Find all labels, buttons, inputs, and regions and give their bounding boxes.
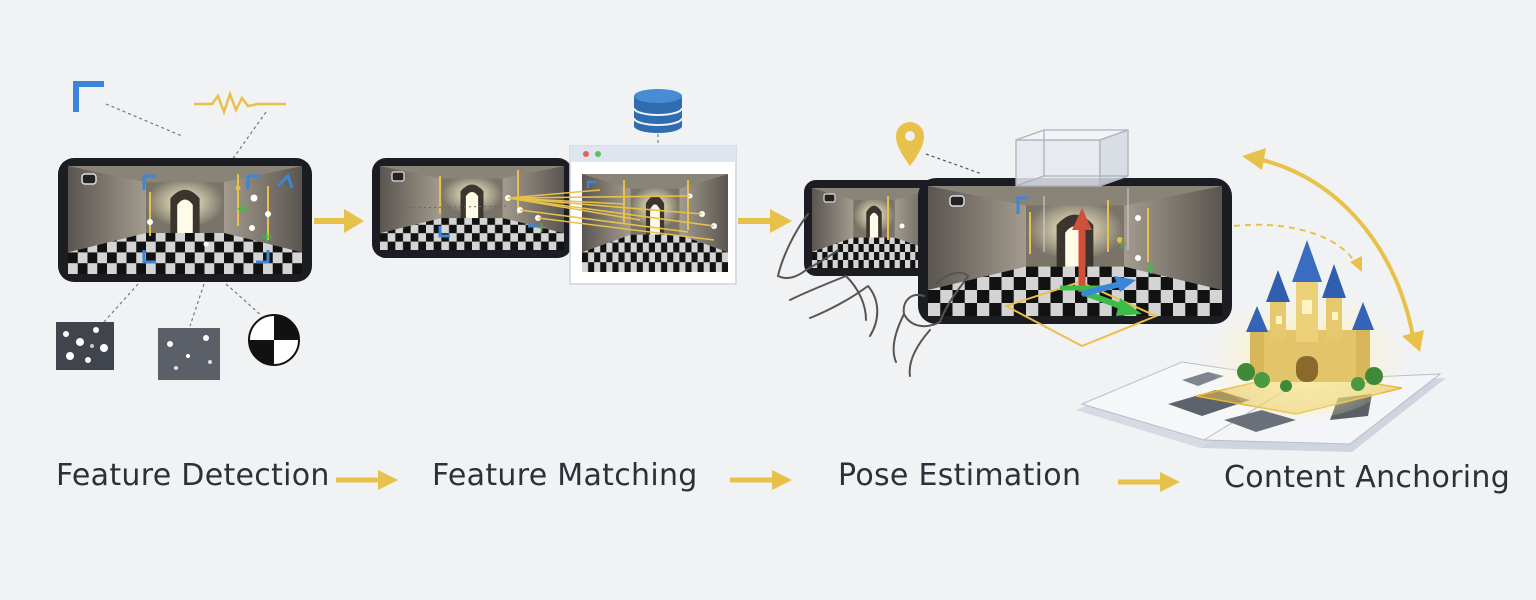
- camera-icon: [949, 195, 965, 207]
- flow-arrow-2: [738, 209, 792, 233]
- bounding-box-icon: [1015, 129, 1129, 187]
- svg-text:+: +: [260, 227, 273, 246]
- feature-detection-illustration: + +: [56, 81, 312, 380]
- dot-patch-icon: [56, 322, 114, 370]
- hand-right-outline: [892, 271, 970, 377]
- corner-bracket-icon: [73, 81, 104, 112]
- label-pose-estimation: Pose Estimation: [838, 458, 1082, 493]
- label-feature-detection: Feature Detection: [56, 458, 330, 493]
- label-arrow-3: [1118, 472, 1180, 492]
- reference-image-window: [569, 145, 737, 285]
- cycle-arrow-icon: [1233, 148, 1424, 352]
- camera-icon: [81, 173, 97, 185]
- flow-arrow-1: [314, 209, 364, 233]
- svg-text:+: +: [236, 199, 249, 218]
- svg-text:+: +: [1116, 236, 1128, 252]
- castle-icon: [1206, 240, 1406, 418]
- location-pin-icon: [896, 122, 924, 166]
- database-icon: [633, 89, 683, 133]
- sparse-dot-patch-icon: [158, 328, 220, 380]
- ground-plane-outline: [1003, 280, 1159, 348]
- signal-waveform-icon: [194, 90, 286, 116]
- hand-left-outline: [776, 213, 879, 337]
- pose-axes: [1060, 208, 1142, 316]
- label-arrow-1: [336, 470, 398, 490]
- content-anchoring-illustration: [1076, 148, 1446, 452]
- label-content-anchoring: Content Anchoring: [1224, 460, 1511, 495]
- match-lines: [507, 189, 715, 241]
- checker-target-icon: [248, 314, 300, 366]
- feature-matching-illustration: +: [372, 89, 737, 285]
- svg-text:+: +: [536, 220, 548, 236]
- label-feature-matching: Feature Matching: [432, 458, 698, 493]
- pose-estimation-illustration: + +: [776, 122, 1232, 377]
- svg-text:+: +: [1144, 259, 1157, 278]
- label-arrow-2: [730, 470, 792, 490]
